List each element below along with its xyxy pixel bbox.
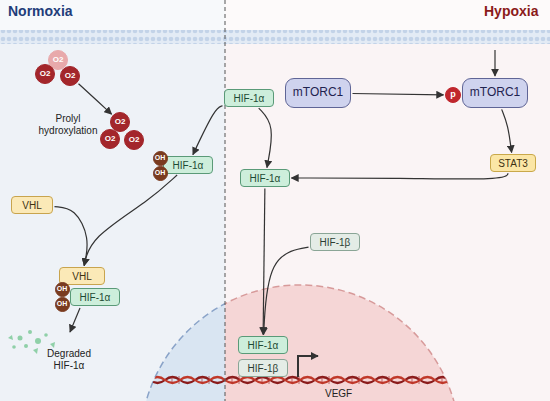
circle-outline xyxy=(153,151,167,165)
connector-arrow xyxy=(84,175,177,266)
text-label: Hypoxia xyxy=(484,3,538,19)
node-label: O2 xyxy=(105,135,116,144)
fragment xyxy=(28,330,32,334)
process-box: HIF-1α xyxy=(240,169,290,187)
node-label: O2 xyxy=(65,72,76,81)
dna-strand xyxy=(135,377,465,383)
node-label: HIF-1α xyxy=(173,160,204,171)
fragment xyxy=(33,348,38,354)
connector-arrow xyxy=(79,84,112,114)
fragment xyxy=(24,344,28,348)
node-label: HIF-1α xyxy=(80,292,111,303)
process-box: HIF-1α xyxy=(238,336,288,354)
fragment xyxy=(50,342,55,348)
circle-node: p xyxy=(445,87,461,103)
fragment xyxy=(35,338,41,344)
node-label: HIF-1β xyxy=(320,237,351,248)
connector-arrow xyxy=(193,106,223,155)
circle-node: OH xyxy=(55,282,70,297)
circle-outline xyxy=(36,65,55,84)
circle-node: O2 xyxy=(100,129,120,149)
circle-node: O2 xyxy=(124,130,144,150)
connector-arrow xyxy=(54,207,87,266)
process-box: VHL xyxy=(11,196,53,214)
dna-rungs xyxy=(142,376,449,384)
fragment xyxy=(44,333,48,337)
circle-outline xyxy=(55,297,69,311)
node-label: VHL xyxy=(72,271,91,282)
process-box: HIF-1α xyxy=(163,156,213,174)
circle-outline xyxy=(153,166,167,180)
node-label: OH xyxy=(155,154,166,162)
cell-membrane xyxy=(0,30,550,44)
process-box: HIF-1α xyxy=(224,89,274,107)
node-label: HIF-1α xyxy=(250,173,281,184)
connector-arrow xyxy=(264,247,309,334)
node-label: O2 xyxy=(40,70,51,79)
degradation-arrow xyxy=(70,308,80,332)
circle-node: OH xyxy=(153,151,168,166)
transcription-arrow xyxy=(298,356,318,377)
circle-node: OH xyxy=(55,297,70,312)
connector-arrow xyxy=(353,94,444,95)
circle-outline xyxy=(125,131,144,150)
node-label: HIF-1β xyxy=(248,363,279,374)
circle-outline xyxy=(111,113,130,132)
fragment xyxy=(18,336,23,341)
process-box: STAT3 xyxy=(490,154,536,172)
dna-strand xyxy=(135,377,465,383)
circle-outline xyxy=(55,282,69,296)
text-label: VEGF xyxy=(325,388,352,400)
text-label: Prolyl hydroxylation xyxy=(35,113,101,136)
fragment xyxy=(8,335,13,340)
node-label: O2 xyxy=(129,136,140,145)
divider-line xyxy=(225,0,226,401)
circle-node: O2 xyxy=(110,112,130,132)
circle-node: O2 xyxy=(60,66,80,86)
node-label: HIF-1α xyxy=(248,340,279,351)
process-box: HIF-1β xyxy=(238,359,288,377)
node-label: OH xyxy=(155,169,166,177)
node-label: mTORC1 xyxy=(293,86,343,99)
process-box: VHL xyxy=(59,267,105,285)
process-box: mTORC1 xyxy=(285,78,351,108)
extracellular-space xyxy=(0,0,550,30)
circle-node: OH xyxy=(153,166,168,181)
connector-arrow xyxy=(263,189,265,335)
signal-arrow xyxy=(494,50,495,76)
node-label: OH xyxy=(57,285,68,293)
process-box: HIF-1β xyxy=(310,233,360,251)
node-label: VHL xyxy=(22,200,41,211)
nuclear-envelope xyxy=(140,285,225,401)
circle-outline xyxy=(101,130,120,149)
node-label: HIF-1α xyxy=(234,93,265,104)
node-label: OH xyxy=(57,300,68,308)
connector-arrow xyxy=(502,109,512,152)
nucleus-left xyxy=(140,285,225,401)
membrane-lipids xyxy=(0,30,550,44)
node-label: O2 xyxy=(53,56,64,65)
node-label: O2 xyxy=(115,118,126,127)
node-label: p xyxy=(450,90,456,100)
circle-node: O2 xyxy=(35,64,55,84)
circle-outline xyxy=(446,88,461,103)
fragment xyxy=(12,345,16,349)
connector-arrow xyxy=(259,108,272,167)
node-label: STAT3 xyxy=(498,158,528,169)
text-label: Degraded HIF-1α xyxy=(38,348,100,371)
process-box: HIF-1α xyxy=(70,288,120,306)
node-label: mTORC1 xyxy=(470,86,520,99)
text-label: Normoxia xyxy=(8,3,73,19)
connector-arrow xyxy=(292,173,509,179)
dna-helix xyxy=(135,376,465,384)
process-box: mTORC1 xyxy=(462,78,528,108)
circle-outline xyxy=(61,67,80,86)
